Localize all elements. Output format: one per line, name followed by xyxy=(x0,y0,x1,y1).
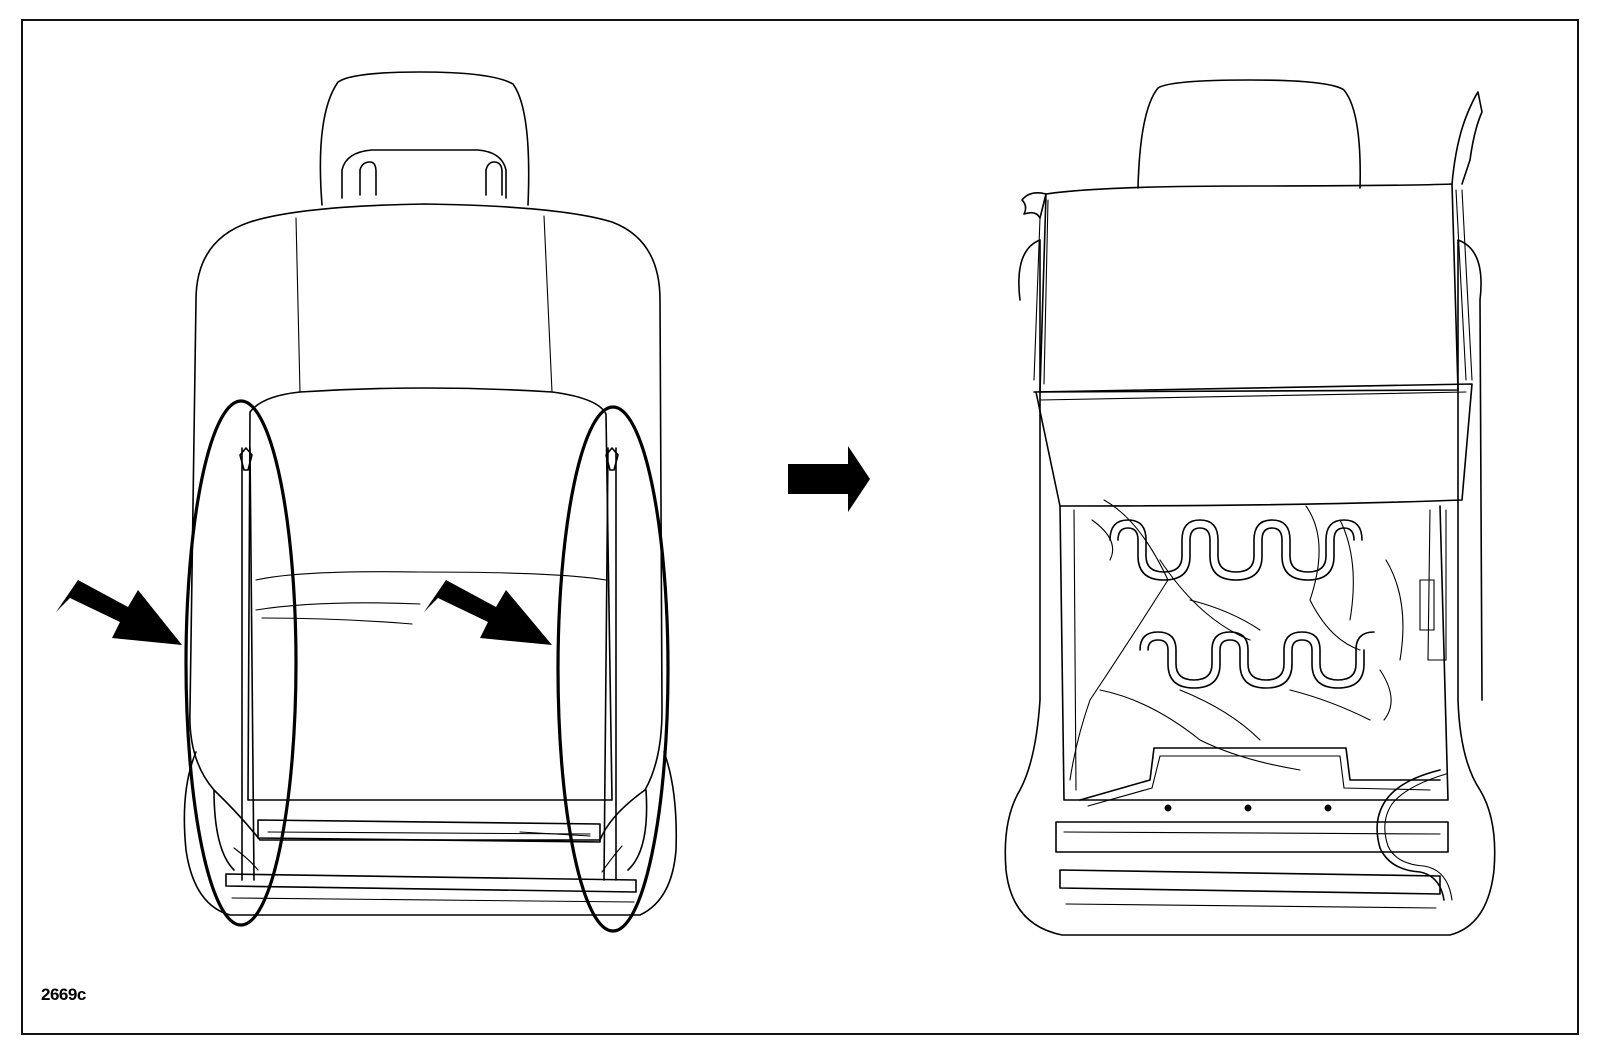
upper-sinuous-spring xyxy=(1109,519,1363,573)
right-flipped-cover-panel xyxy=(1039,183,1459,393)
right-lower-rail xyxy=(1055,821,1449,853)
lower-sinuous-spring xyxy=(1139,631,1375,681)
right-seat-pan-bracket xyxy=(1079,747,1441,801)
left-lower-rail xyxy=(257,819,601,843)
right-arrow-icon xyxy=(788,446,870,512)
right-headrest xyxy=(1137,79,1361,189)
right-backrest-shell xyxy=(1004,239,1496,936)
right-zipper-pull-icon xyxy=(605,447,619,471)
right-seat-back-view xyxy=(1004,79,1496,936)
lightning-arrow-icon xyxy=(56,580,182,645)
left-seat-back-view xyxy=(183,71,678,916)
left-seat-cushion xyxy=(183,751,678,916)
right-zipper-highlight-ellipse xyxy=(556,405,670,933)
left-zipper-highlight-ellipse xyxy=(184,399,298,927)
figure-code: 2669c xyxy=(41,985,86,1004)
right-inner-frame xyxy=(1059,505,1449,801)
left-zipper-pull-icon xyxy=(239,447,253,471)
left-backrest-shell xyxy=(189,203,663,841)
left-headrest xyxy=(319,71,530,206)
illustration-frame xyxy=(21,19,1579,1035)
lightning-arrow-icon xyxy=(424,580,552,645)
right-wiring-harness xyxy=(1376,769,1445,901)
left-rear-cover-panel xyxy=(247,387,613,801)
